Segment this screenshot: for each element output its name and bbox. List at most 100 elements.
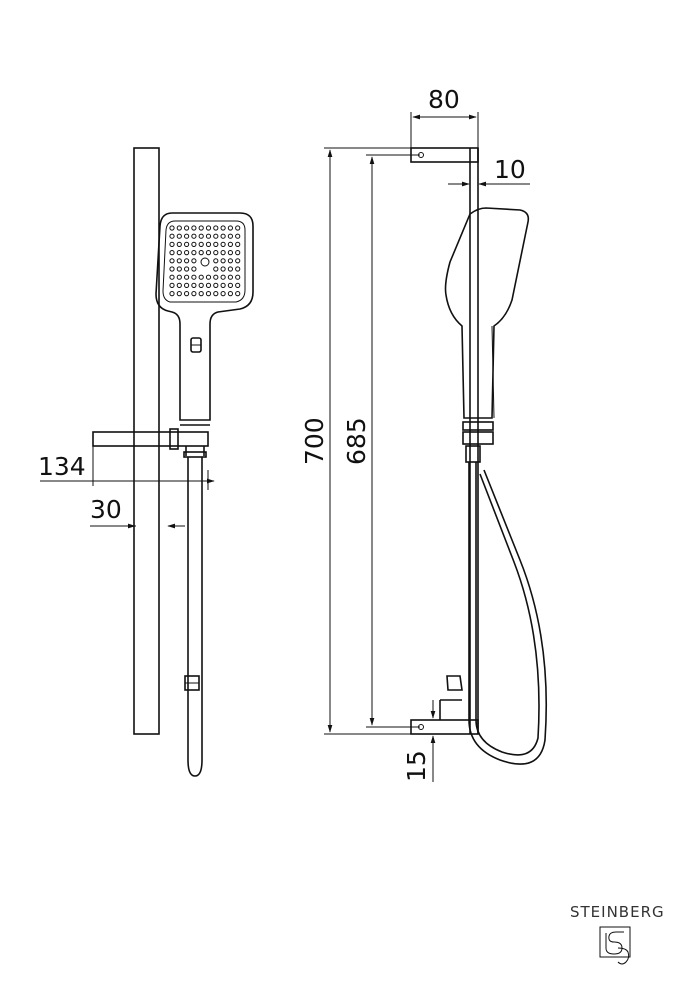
nozzle [198, 291, 204, 297]
nozzle [227, 274, 233, 280]
nozzle [169, 250, 175, 256]
dim-10-label: 10 [494, 155, 526, 184]
nozzle [220, 274, 226, 280]
hand-shower-side [444, 207, 530, 419]
nozzle [198, 233, 204, 239]
nozzle [205, 233, 212, 239]
nozzle [220, 233, 226, 239]
nozzle [191, 282, 197, 288]
nozzle [220, 282, 226, 288]
nozzle [235, 274, 241, 280]
nozzle [184, 233, 190, 239]
side-view: 80 10 700 685 15 [300, 85, 548, 782]
spray-nozzles [169, 225, 241, 297]
nozzle [213, 291, 219, 297]
nozzle [205, 250, 212, 256]
nozzle [184, 250, 190, 256]
nozzle [191, 274, 197, 280]
nozzle [169, 225, 175, 231]
nozzle [220, 258, 226, 264]
hose-front [187, 457, 203, 777]
nozzle [198, 250, 204, 256]
dim-80: 80 [410, 85, 479, 148]
nozzle [235, 225, 241, 231]
nozzle [235, 291, 241, 297]
nozzle [176, 225, 182, 231]
nozzle [176, 241, 182, 247]
slide-rail [133, 147, 160, 735]
nozzle [169, 266, 175, 272]
nozzle [205, 282, 212, 288]
nozzle [213, 225, 219, 231]
nozzle [205, 241, 212, 247]
nozzle [176, 274, 182, 280]
nozzle [213, 233, 219, 239]
nozzle [169, 282, 175, 288]
nozzle [205, 225, 212, 231]
nozzle [235, 282, 241, 288]
nozzle [176, 258, 182, 264]
nozzle [184, 282, 190, 288]
dim-685-label: 685 [342, 417, 371, 465]
nozzle [184, 291, 190, 297]
nozzle [198, 225, 204, 231]
steinberg-logo-icon [599, 926, 631, 965]
nozzle [169, 258, 175, 264]
nozzle [191, 291, 197, 297]
front-view: 134 30 [38, 147, 254, 777]
dim-700-label: 700 [300, 417, 329, 465]
nozzle [198, 241, 204, 247]
nozzle [235, 241, 241, 247]
nozzle [220, 266, 226, 272]
nozzle [235, 233, 241, 239]
hose-side [468, 462, 548, 765]
nozzle [235, 258, 241, 264]
nozzle [213, 282, 219, 288]
nozzle [227, 250, 233, 256]
nozzle [169, 291, 175, 297]
nozzle [191, 233, 197, 239]
nozzle [198, 274, 204, 280]
nozzle [227, 241, 233, 247]
nozzle [176, 266, 182, 272]
nozzle [227, 233, 233, 239]
nozzle [169, 241, 175, 247]
nozzle [176, 250, 182, 256]
dim-10: 10 [448, 155, 530, 187]
dim-15-label: 15 [402, 750, 431, 782]
dim-80-label: 80 [428, 85, 460, 114]
nozzle [191, 250, 197, 256]
nozzle [227, 266, 233, 272]
nozzle [227, 225, 233, 231]
dim-134-label: 134 [38, 452, 86, 481]
nozzle [191, 266, 197, 272]
dim-685: 685 [342, 154, 420, 728]
nozzle [205, 291, 212, 297]
dim-30-label: 30 [90, 495, 122, 524]
nozzle [213, 258, 219, 264]
nozzle [227, 258, 233, 264]
nozzle [184, 258, 190, 264]
nozzle [213, 274, 219, 280]
nozzle [235, 250, 241, 256]
nozzle [220, 241, 226, 247]
nozzle [205, 274, 212, 280]
nozzle [191, 258, 197, 264]
nozzle [176, 233, 182, 239]
dim-15: 15 [402, 700, 436, 782]
nozzle [184, 274, 190, 280]
brand-name: STEINBERG [570, 903, 665, 921]
dim-700: 700 [300, 147, 411, 735]
nozzle [227, 291, 233, 297]
nozzle [220, 250, 226, 256]
nozzle [191, 241, 197, 247]
hand-shower-front [155, 212, 254, 426]
dim-134: 134 [38, 446, 215, 490]
nozzle [235, 266, 241, 272]
nozzle [184, 266, 190, 272]
nozzle [184, 241, 190, 247]
nozzle [191, 225, 197, 231]
nozzle [176, 291, 182, 297]
nozzle [220, 225, 226, 231]
